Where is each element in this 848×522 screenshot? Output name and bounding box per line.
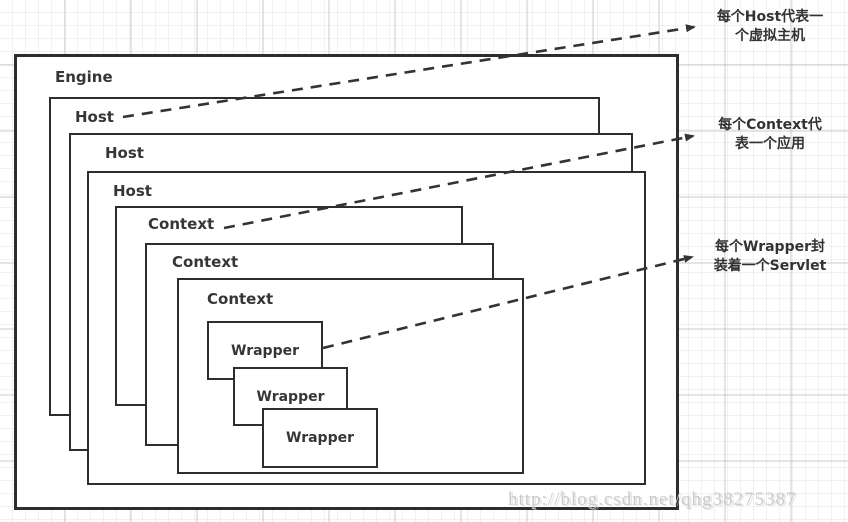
wrapper-box-3: Wrapper bbox=[262, 408, 378, 468]
annotation-host: 每个Host代表一 个虚拟主机 bbox=[704, 8, 836, 46]
wrapper-label-2: Wrapper bbox=[256, 388, 325, 405]
context-label-1: Context bbox=[148, 215, 215, 233]
annotation-context-line-1: 每个Context代 bbox=[718, 117, 822, 133]
host-label-3: Host bbox=[113, 182, 152, 200]
annotation-wrapper-line-2: 装着一个Servlet bbox=[713, 258, 827, 274]
annotation-host-line-2: 个虚拟主机 bbox=[735, 28, 805, 44]
wrapper-label-1: Wrapper bbox=[231, 342, 299, 359]
annotation-context: 每个Context代 表一个应用 bbox=[704, 116, 836, 154]
engine-label: Engine bbox=[55, 68, 113, 86]
wrapper-label-3: Wrapper bbox=[286, 430, 354, 446]
context-label-2: Context bbox=[172, 253, 239, 271]
annotation-wrapper-line-1: 每个Wrapper封 bbox=[715, 239, 825, 255]
annotation-wrapper: 每个Wrapper封 装着一个Servlet bbox=[704, 238, 836, 276]
annotation-host-line-1: 每个Host代表一 bbox=[716, 9, 824, 25]
host-label-1: Host bbox=[75, 108, 114, 126]
watermark-url: http://blog.csdn.net/qhg38275387 bbox=[508, 489, 797, 510]
context-label-3: Context bbox=[207, 290, 274, 308]
host-label-2: Host bbox=[105, 144, 144, 162]
annotation-context-line-2: 表一个应用 bbox=[735, 136, 805, 152]
